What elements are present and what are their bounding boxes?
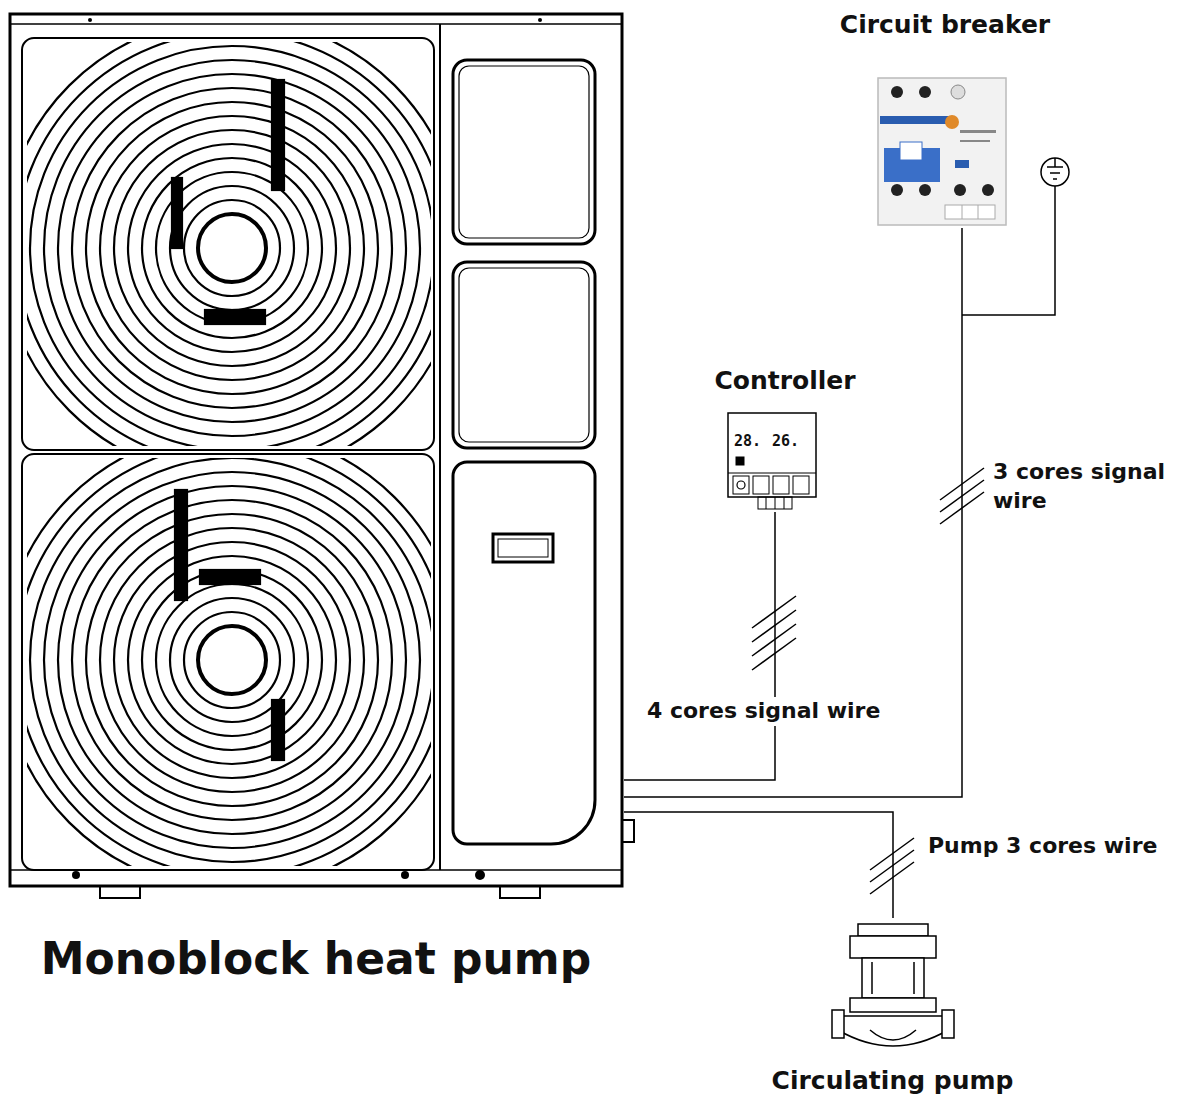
- controller-device: [728, 413, 816, 509]
- signal-wire: [624, 228, 962, 797]
- fan-grille: [27, 458, 431, 866]
- cable-marks: [752, 468, 984, 894]
- signal-wire: [624, 512, 775, 780]
- breaker-title: Circuit breaker: [815, 10, 1075, 40]
- circuit-breaker-device: [878, 78, 1006, 225]
- fan-grille: [27, 42, 431, 446]
- display-digits: 26.: [772, 434, 799, 449]
- ground-symbol: [962, 158, 1069, 315]
- controller-title: Controller: [680, 366, 890, 396]
- circulating-pump-device: [832, 924, 954, 1046]
- heat-pump-unit: Monoblock heat pump: [8, 8, 624, 998]
- circulating-pump: Circulating pump: [745, 918, 1040, 1100]
- pump-title: Circulating pump: [745, 1066, 1040, 1096]
- circuit-breaker: Circuit breaker: [815, 6, 1075, 228]
- wire-label: 4 cores signal wire: [645, 697, 882, 726]
- heat-pump-housing: [10, 14, 634, 898]
- signal-wire: [624, 812, 893, 918]
- wire-label: 3 cores signal wire: [991, 458, 1180, 515]
- wire-label: Pump 3 cores wire: [926, 832, 1160, 861]
- heat-pump-title: Monoblock heat pump: [8, 933, 624, 986]
- display-digits: 28.: [734, 434, 761, 449]
